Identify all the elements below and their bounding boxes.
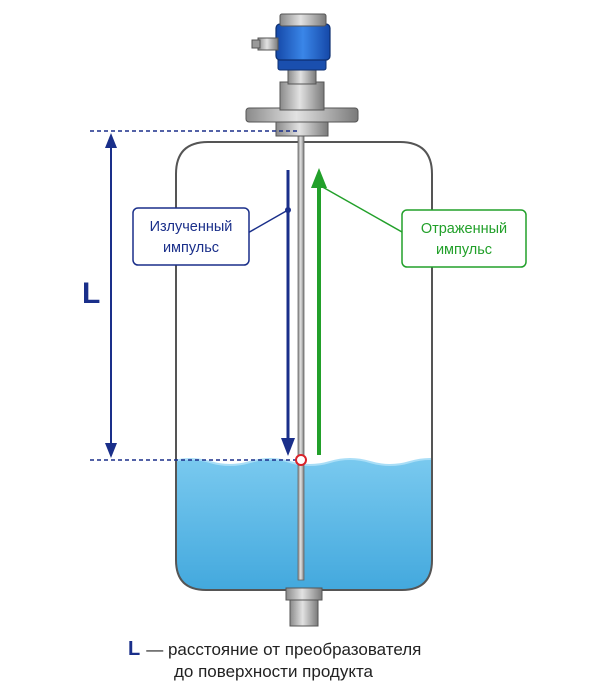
distance-letter: L [82,277,100,310]
liquid [176,458,432,590]
reflected-pulse-callout: Отраженный импульс [316,182,527,268]
legend-letter: L [128,638,141,660]
bottom-outlet [285,587,323,627]
emitted-pulse-label-line1: Излученный [150,219,233,235]
radar-level-transmitter-icon [245,13,359,137]
legend-caption-line2: до поверхности продукта [174,662,374,681]
reflected-pulse-arrow [311,168,327,455]
surface-reflection-point-icon [295,454,307,466]
tank-vessel-icon [175,141,433,591]
probe-rod [297,131,305,581]
reflected-pulse-label-line1: Отраженный [421,221,507,237]
legend-caption: L — расстояние от преобразователя до пове… [128,638,588,683]
emitted-pulse-label-line2: импульс [163,240,219,256]
emitted-pulse-arrow [281,170,295,456]
legend-caption-line1: — расстояние от преобразователя [146,640,422,659]
reflected-pulse-label-line2: импульс [436,242,492,258]
emitted-pulse-callout: Излученный импульс [132,207,291,266]
legend-caption-line1-row: L — расстояние от преобразователя [128,638,588,661]
distance-dimension-arrow [105,133,117,458]
